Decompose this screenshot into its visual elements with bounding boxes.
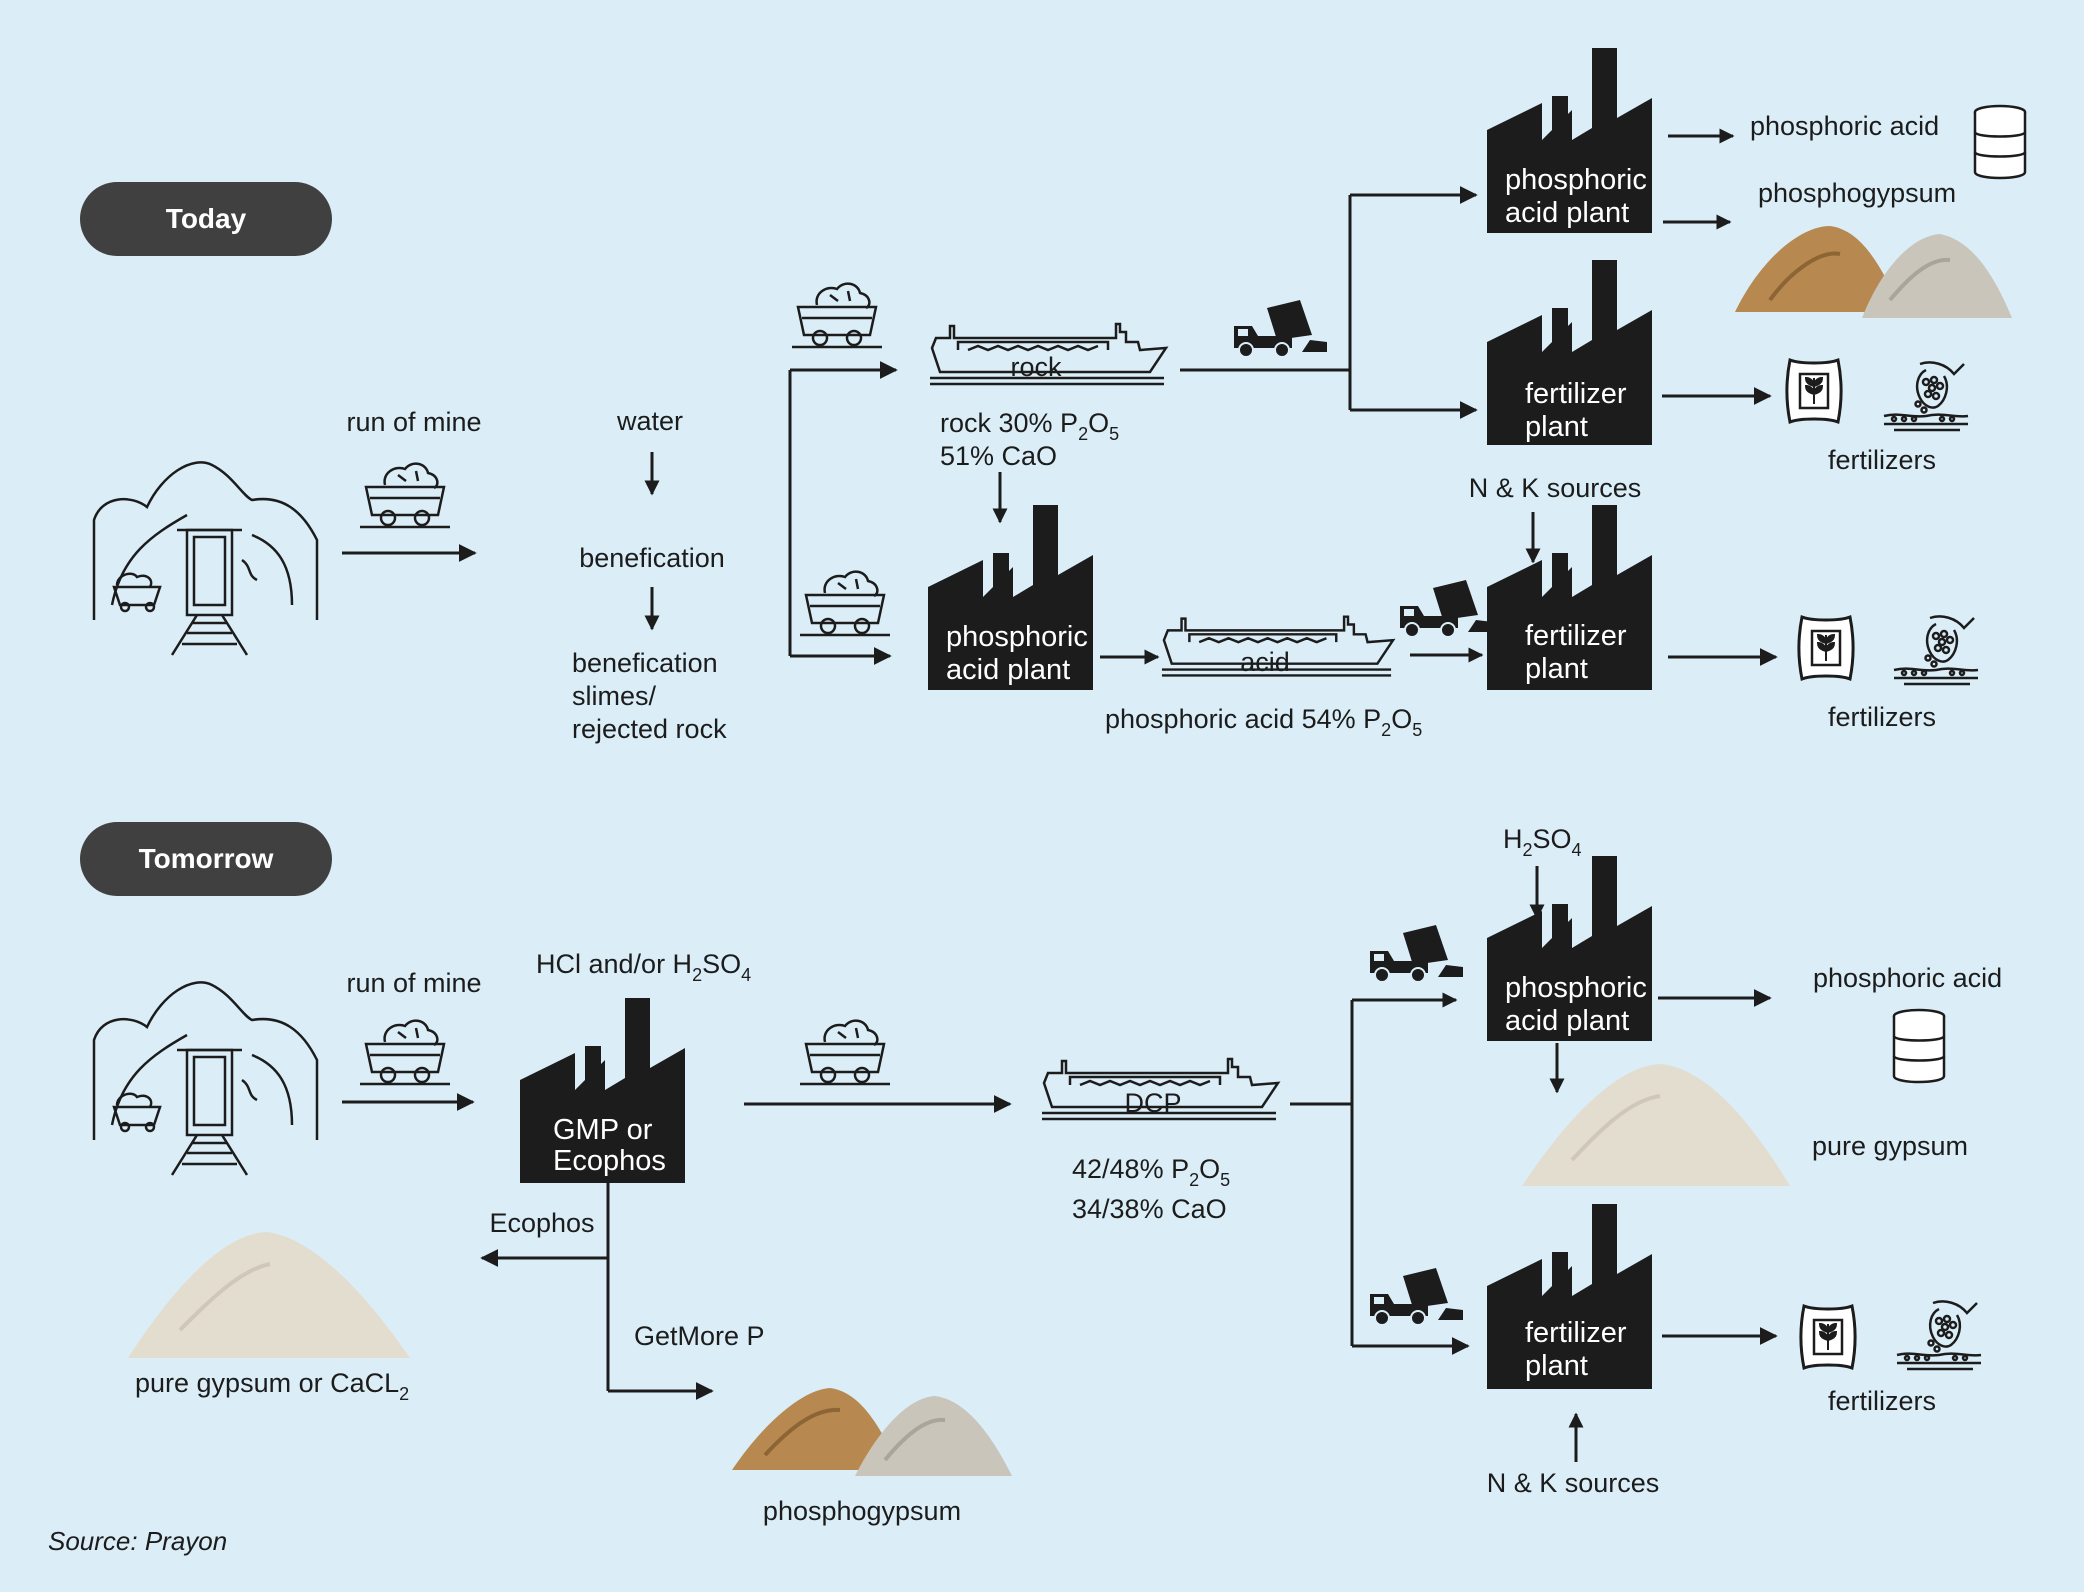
tomorrow-barrel-icon [1892,1008,1946,1084]
today-phosphoric-acid-label: phosphoric acid [1750,111,1939,141]
fertilizer-bag-icon-1 [1785,358,1843,424]
fertilizer-bag-icon-3 [1799,1304,1857,1370]
phosphogypsum-tomorrow-pile [732,1388,1012,1476]
dcp-spec-line2: 34/38% CaO [1072,1194,1227,1224]
today-pill [80,182,332,256]
rock-ship-label: rock [1010,352,1062,382]
today-benefication-label: benefication [579,543,725,573]
tomorrow-mine-icon [92,981,319,1177]
acid-ship-label: acid [1240,647,1290,677]
tomorrow-cart-icon [798,1019,892,1086]
hand-seeds-icon-1 [1882,361,1970,432]
tomorrow-label: Tomorrow [139,843,274,874]
tomorrow-run-of-mine-label: run of mine [346,968,481,998]
tomorrow-dump-truck-bottom-icon [1369,1267,1464,1326]
pure-gypsum-cacl-label: pure gypsum or CaCL2 [135,1368,409,1404]
source-note: Source: Prayon [48,1526,227,1556]
phosphogypsum-tomorrow-label: phosphogypsum [763,1496,961,1526]
tomorrow-phosphoric-acid-label: phosphoric acid [1813,963,2002,993]
today-fertilizers-1-label: fertilizers [1828,445,1936,475]
fertilizer-bag-icon-2 [1797,615,1855,681]
hcl-label: HCl and/or H2SO4 [536,949,751,985]
today-fertilizers-2-label: fertilizers [1828,702,1936,732]
pure-gypsum-pile [1522,1064,1790,1186]
tomorrow-acid-plant-label: phosphoric acid plant [1505,972,1655,1037]
mine-icon [92,461,319,657]
today-rejected-label: benefication slimes/ rejected rock [572,648,727,744]
ecophos-label: Ecophos [489,1208,594,1238]
gmp-plant-label: GMP or Ecophos [553,1114,666,1177]
dcp-ship-label: DCP [1124,1088,1181,1118]
pure-gypsum-label: pure gypsum [1812,1131,1968,1161]
today-acid-plant-mid-label: phosphoric acid plant [946,621,1096,686]
hand-seeds-icon-2 [1892,615,1980,686]
today-acid-plant-top-label: phosphoric acid plant [1505,164,1655,229]
rock-cart-icon [790,282,884,349]
today-barrel-icon [1973,104,2027,180]
mine-cart-icon [358,462,452,529]
dcp-spec-line1: 42/48% P2O5 [1072,1154,1230,1190]
today-run-of-mine-label: run of mine [346,407,481,437]
today-fert-plant-top-label: fertilizer plant [1525,378,1635,443]
rock-spec-line2: 51% CaO [940,441,1057,471]
today-dump-truck-mid-icon [1399,579,1494,638]
tomorrow-mine-cart-icon [358,1019,452,1086]
tomorrow-fertilizers-label: fertilizers [1828,1386,1936,1416]
today-dump-truck-icon [1233,299,1328,358]
today-nk-sources-label: N & K sources [1469,473,1642,503]
getmore-label: GetMore P [634,1321,765,1351]
tomorrow-nk-sources-label: N & K sources [1487,1468,1660,1498]
today-phosphogypsum-pile [1735,226,2012,318]
tomorrow-fert-plant-label: fertilizer plant [1525,1317,1635,1382]
acid-plant-cart-icon [798,570,892,637]
hand-seeds-icon-3 [1895,1300,1983,1371]
today-label: Today [166,203,247,234]
rock-spec-line1: rock 30% P2O5 [940,408,1119,444]
pure-gypsum-cacl-pile [128,1232,410,1358]
today-water-label: water [616,406,683,436]
tomorrow-pill [80,822,332,896]
today-phosphogypsum-label: phosphogypsum [1758,178,1956,208]
tomorrow-dump-truck-top-icon [1369,924,1464,983]
today-fert-plant-mid-label: fertilizer plant [1525,620,1635,685]
acid-spec-label: phosphoric acid 54% P2O5 [1105,704,1422,740]
h2so4-label: H2SO4 [1503,824,1582,860]
